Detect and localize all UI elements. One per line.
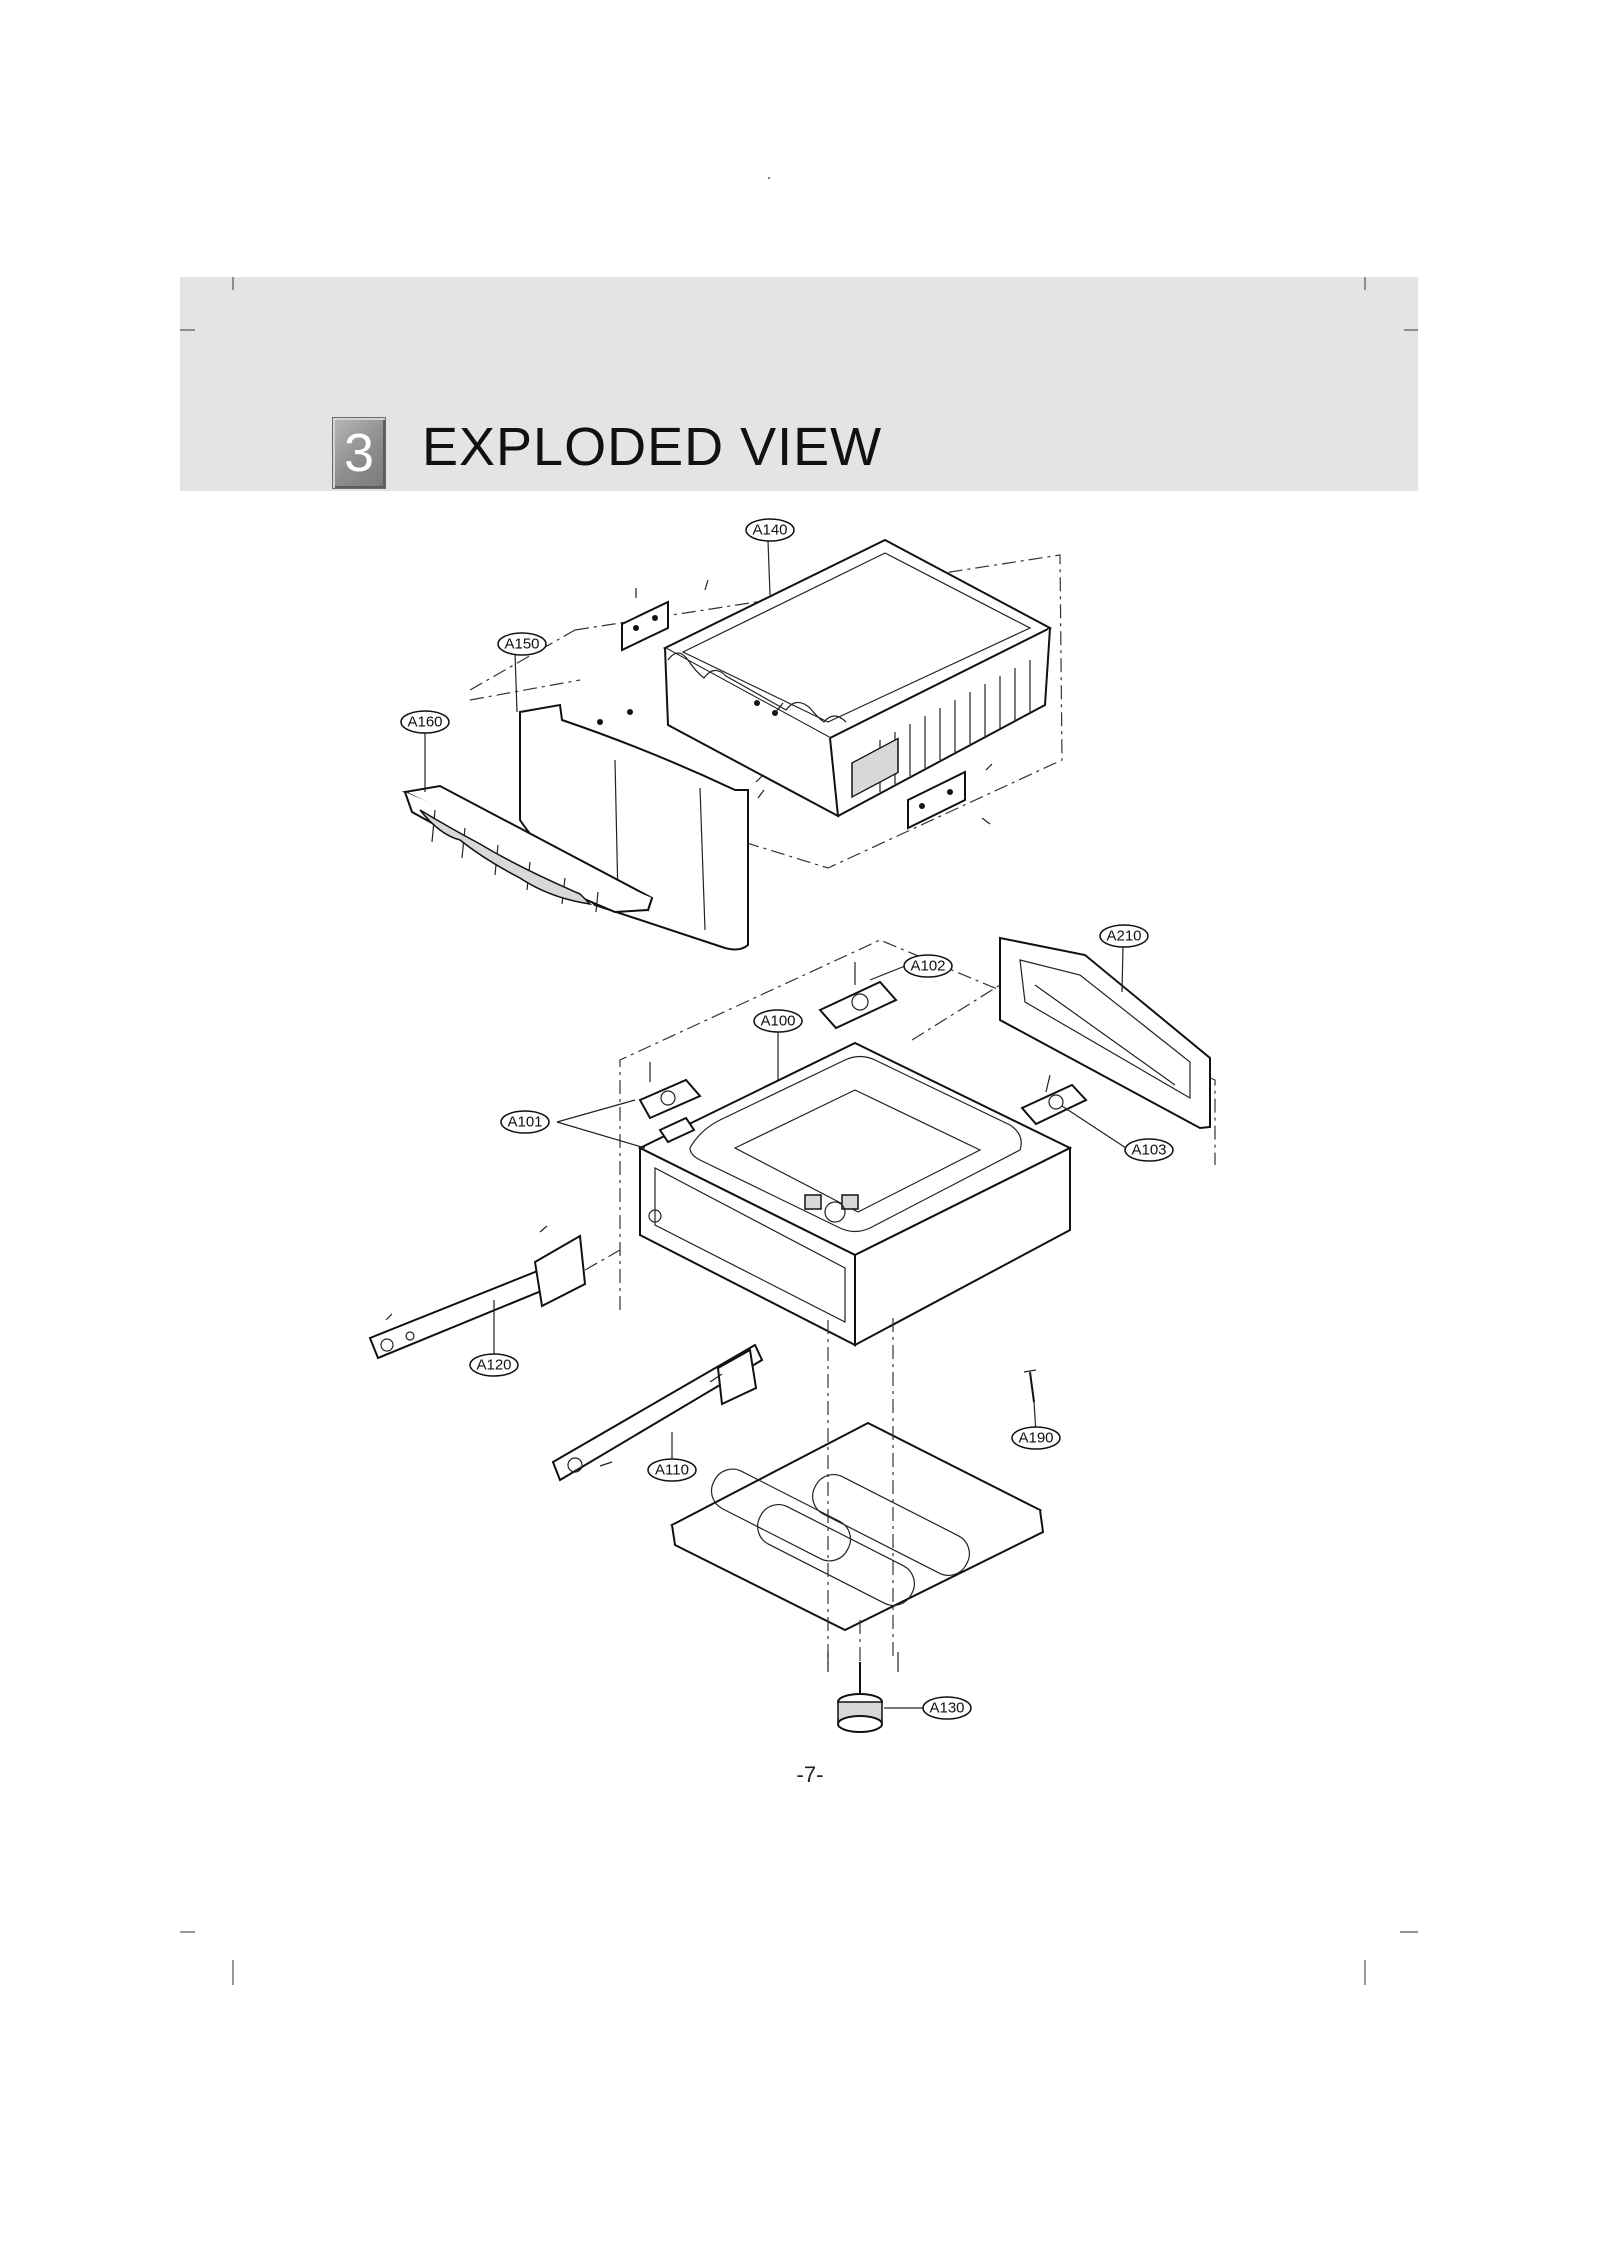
callout-a120-label: A120 [476, 1357, 511, 1374]
slide-rail-a110 [551, 1343, 764, 1482]
callout-a130: A130 [922, 1696, 972, 1720]
callout-a160: A160 [400, 710, 450, 734]
callout-a101: A101 [500, 1110, 550, 1134]
hinge-bracket-a101 [638, 1062, 702, 1144]
drawer-front-a160 [401, 784, 654, 914]
callout-a103-label: A103 [1131, 1142, 1166, 1159]
base-plate [669, 1318, 1045, 1672]
hinge-bracket-a103 [1020, 1074, 1088, 1126]
callout-a150-label: A150 [504, 636, 539, 653]
header-band [180, 277, 1418, 491]
callout-a100: A100 [753, 1009, 803, 1033]
gasket-frame-a210 [911, 936, 1211, 1130]
callout-a110-label: A110 [655, 1462, 689, 1479]
callout-a102: A102 [903, 954, 953, 978]
callout-a101-label: A101 [507, 1114, 542, 1131]
screw-a190 [1023, 1369, 1037, 1403]
callout-a140: A140 [745, 518, 795, 542]
crop-marks [180, 277, 1418, 1985]
section-title: EXPLODED VIEW [422, 417, 883, 477]
callout-a100-label: A100 [760, 1013, 795, 1030]
leveling-foot-a130 [837, 1620, 883, 1733]
callout-a130-label: A130 [929, 1700, 964, 1717]
callout-a140-label: A140 [752, 522, 787, 539]
callout-a103: A103 [1124, 1138, 1174, 1162]
page-number: -7- [796, 1762, 824, 1787]
hinge-bracket-a102 [818, 962, 898, 1030]
basket-bracket-right [907, 763, 993, 830]
callout-a210-label: A210 [1106, 928, 1141, 945]
basket-bracket-left [621, 579, 709, 652]
section-number-badge: 3 [332, 417, 386, 489]
callout-a150: A150 [497, 632, 547, 656]
callout-a190: A190 [1011, 1426, 1061, 1450]
cabinet-a100 [619, 939, 1216, 1347]
callout-a190-label: A190 [1018, 1430, 1053, 1447]
drawer-basket-a140 [469, 538, 1063, 869]
callout-a210: A210 [1099, 924, 1149, 948]
callout-a102-label: A102 [910, 958, 945, 975]
callout-a120: A120 [469, 1353, 519, 1377]
slide-rail-a120 [368, 1225, 621, 1360]
callout-a110: A110 [647, 1458, 697, 1482]
callout-a160-label: A160 [407, 714, 442, 731]
